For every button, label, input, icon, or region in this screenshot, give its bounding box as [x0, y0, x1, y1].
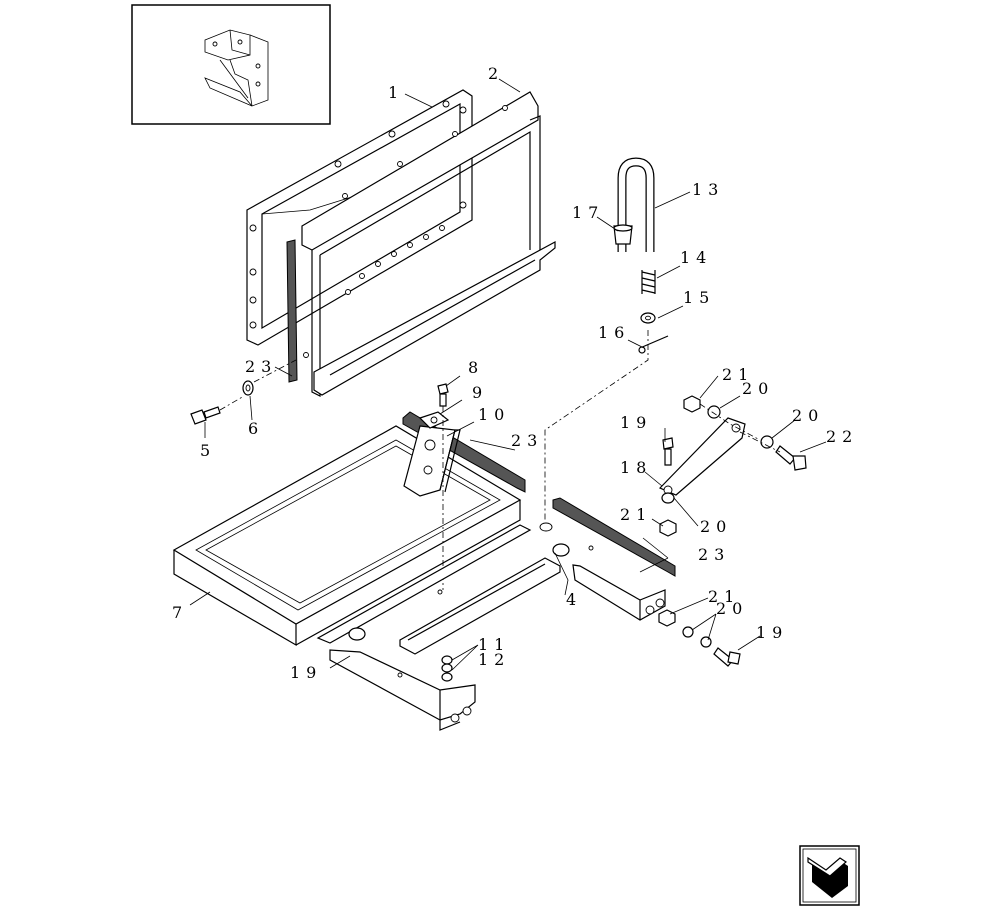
part-20-washer-top: [707, 405, 721, 419]
callout-10: 10: [478, 405, 510, 424]
callout-21-lower: 21: [708, 587, 740, 606]
part-21-nut-top: [683, 395, 701, 413]
callout-20-lower: 20: [716, 599, 748, 618]
callout-1: 1: [388, 83, 404, 102]
part-20-washer-right: [760, 435, 774, 449]
part-19-bolt-lower: [713, 647, 741, 667]
callout-6: 6: [248, 419, 264, 438]
part-20-washer-lower-b: [700, 636, 712, 648]
part-4-slide-rail-assembly: [316, 522, 666, 731]
part-23-rubber-strip-frame: [286, 239, 298, 383]
part-8-bolt: [437, 383, 449, 407]
part-6-washer: [242, 380, 254, 396]
callout-21-top: 21: [722, 365, 754, 384]
part-11-12-nuts: [441, 655, 453, 682]
part-18-link-arm: [658, 417, 746, 496]
callout-20-mid: 20: [700, 517, 732, 536]
callout-19-upper: 19: [620, 413, 652, 432]
assembly-location-thumbnail: [131, 4, 331, 125]
part-13-release-handle: [617, 157, 655, 252]
callout-23-frame: 23: [245, 357, 277, 376]
callout-14: 14: [680, 248, 712, 267]
callout-23-top: 23: [511, 431, 543, 450]
callout-4: 4: [566, 590, 582, 609]
callout-18: 18: [620, 458, 652, 477]
part-14-spring: [641, 270, 656, 294]
part-15-washer: [640, 312, 656, 324]
part-22-bolt: [775, 445, 807, 471]
callout-7: 7: [172, 603, 188, 622]
callout-5: 5: [200, 441, 216, 460]
part-17-knob: [613, 224, 633, 245]
callout-13: 13: [692, 180, 724, 199]
part-16-pin: [638, 335, 669, 354]
callout-22: 22: [826, 427, 858, 446]
part-19-bolt-upper: [662, 437, 674, 466]
part-9-plate: [418, 411, 450, 429]
part-10-bracket: [403, 425, 461, 497]
callout-16: 16: [598, 323, 630, 342]
callout-15: 15: [683, 288, 715, 307]
next-page-arrow-icon[interactable]: [799, 845, 860, 906]
callout-8: 8: [468, 358, 484, 377]
part-23-rubber-strip-right: [552, 497, 676, 577]
part-5-bolt: [190, 406, 221, 425]
callout-23-right: 23: [698, 545, 730, 564]
callout-19-left: 19: [290, 663, 322, 682]
callout-12: 12: [478, 650, 510, 669]
leader-lines: [189, 78, 827, 671]
part-21-nut-mid: [659, 519, 677, 537]
part-20-washer-lower-a: [682, 626, 694, 638]
callout-21-mid: 21: [620, 505, 652, 524]
callout-20-top: 20: [742, 379, 774, 398]
callout-11: 11: [478, 635, 510, 654]
callout-17: 17: [572, 203, 604, 222]
part-2-front-frame: [301, 91, 556, 397]
callout-20-right: 20: [792, 406, 824, 425]
callout-9: 9: [472, 383, 488, 402]
part-21-nut-lower: [658, 609, 676, 627]
callout-2: 2: [488, 64, 504, 83]
callout-19-lower: 19: [756, 623, 788, 642]
part-20-washer-mid: [661, 492, 675, 504]
